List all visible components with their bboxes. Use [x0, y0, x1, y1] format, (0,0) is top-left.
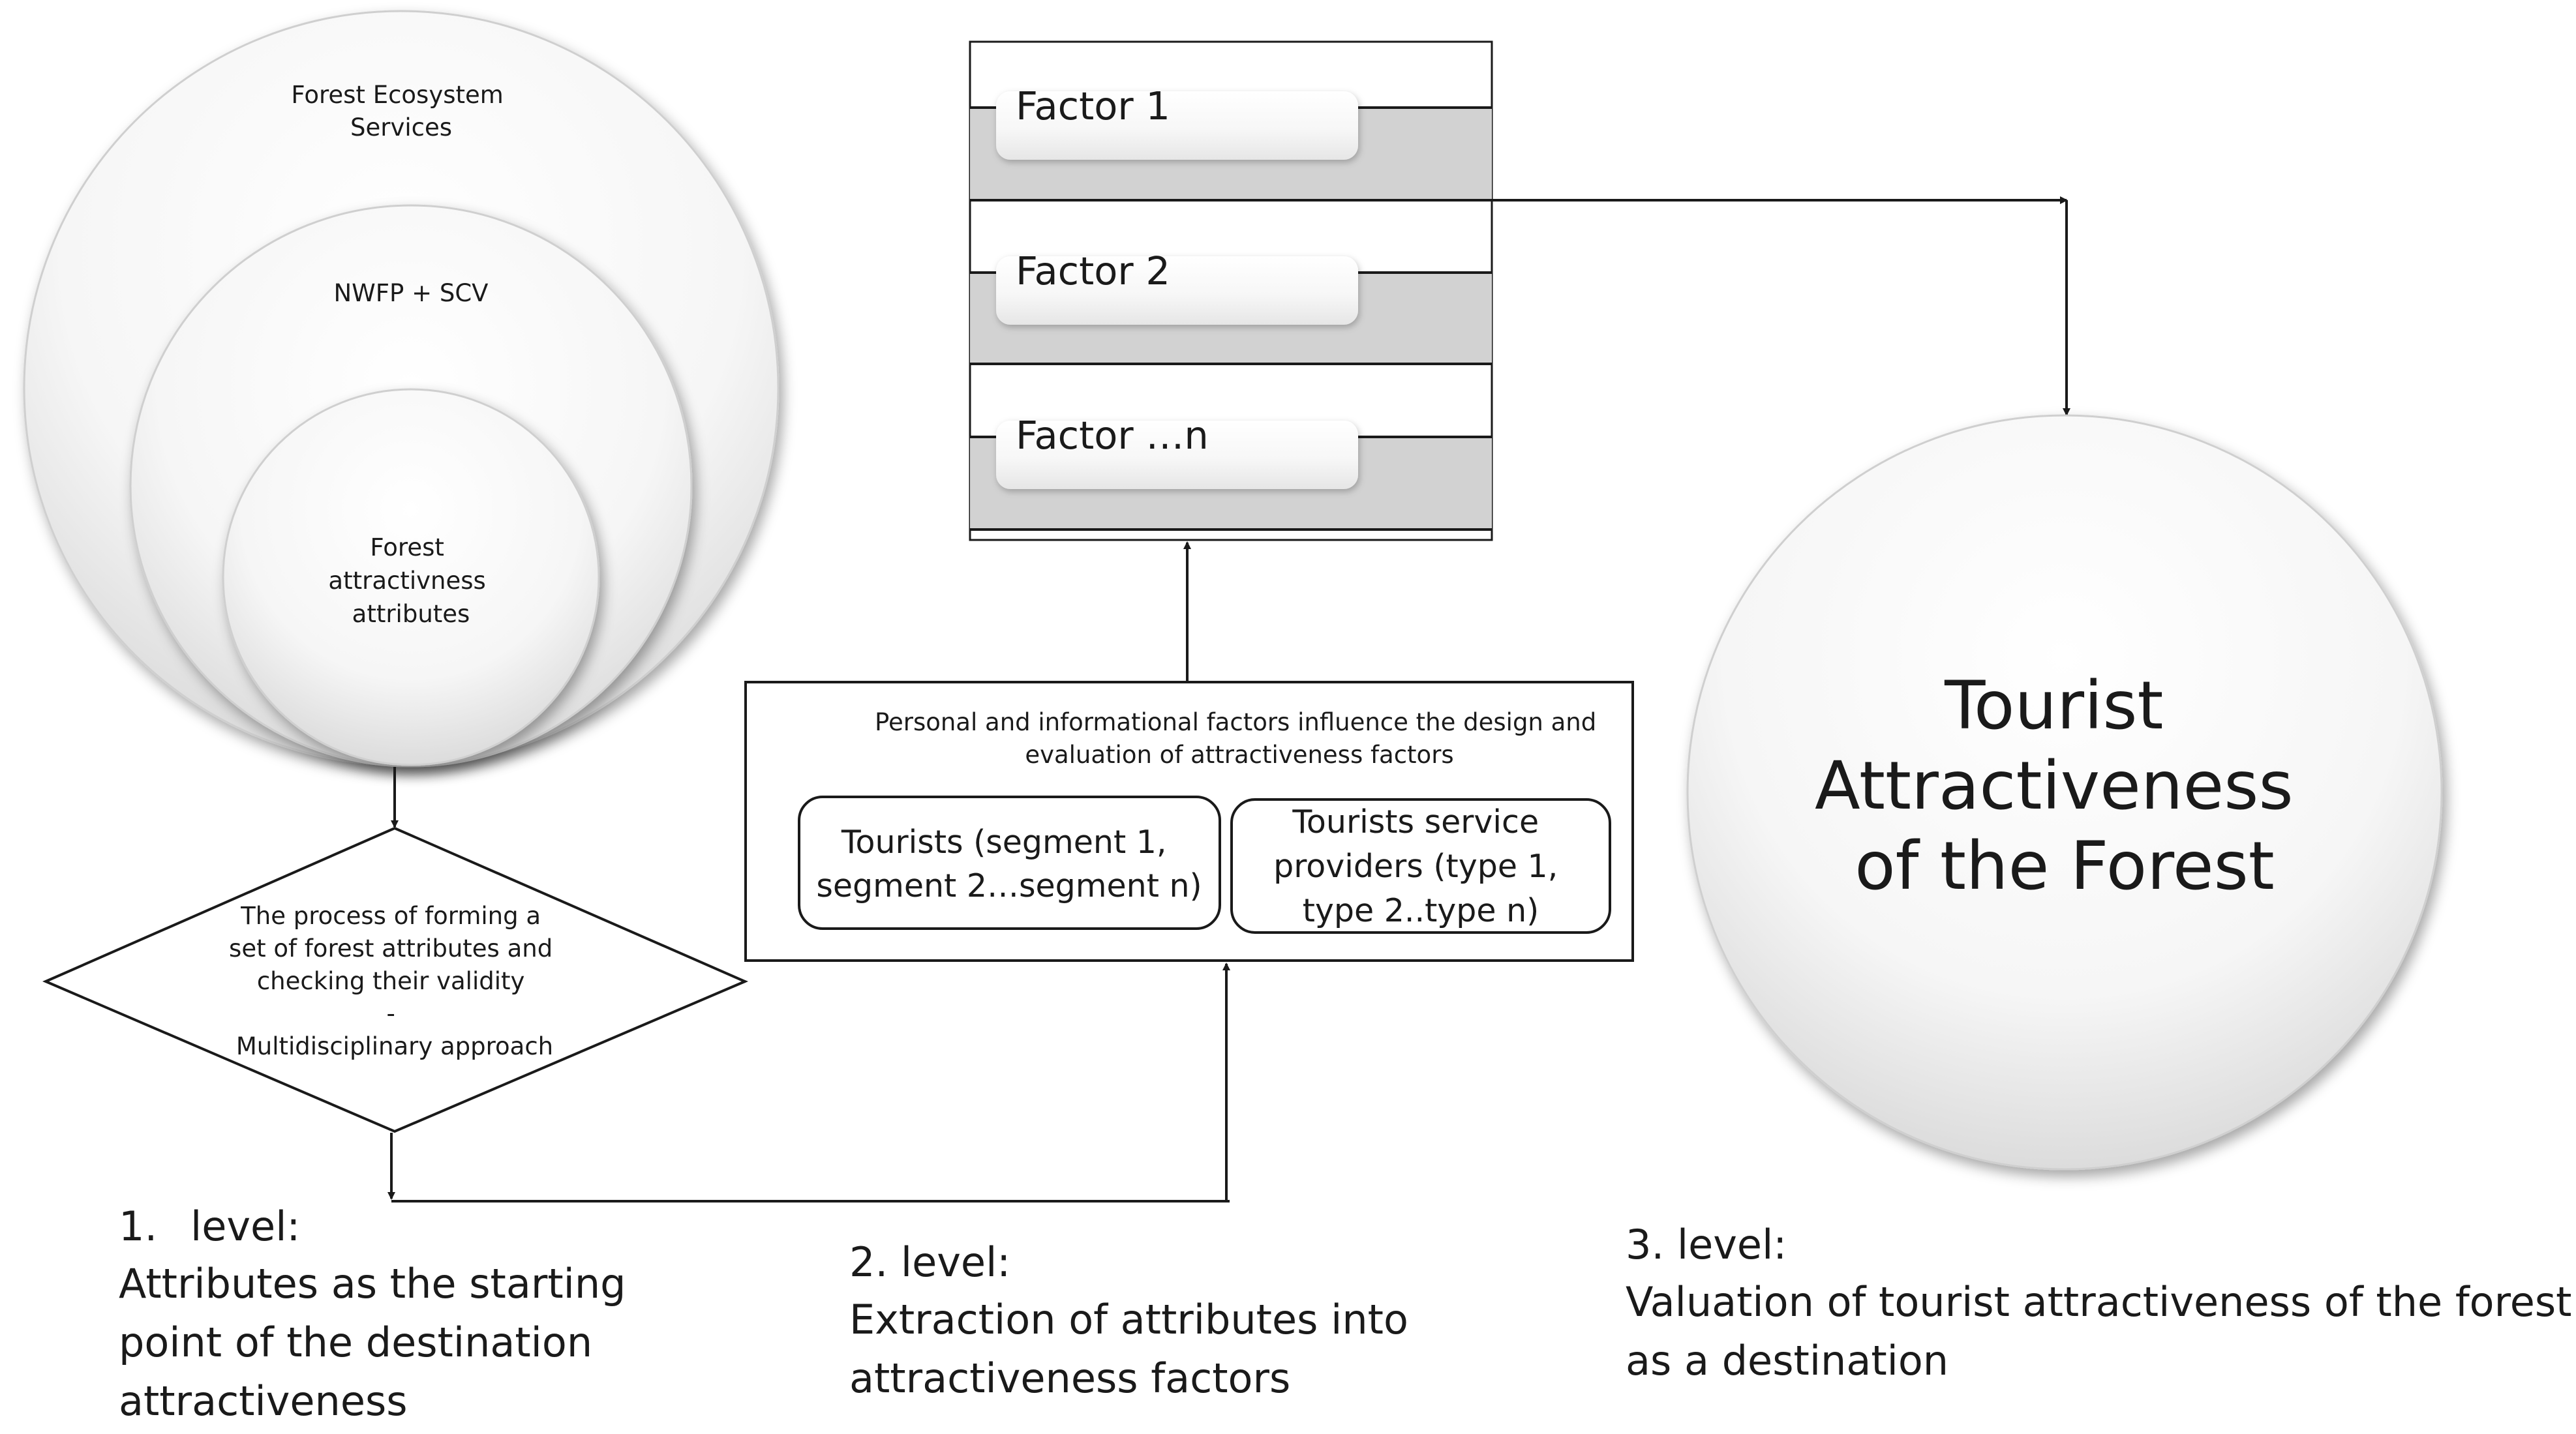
influence-box-title-line: Personal and informational factors influ… [875, 708, 1596, 736]
diamond-label-line: - [386, 1000, 395, 1028]
inner-circle-label: Forest attractivness attributes [328, 533, 493, 628]
diamond-label-line: Multidisciplinary approach [236, 1032, 553, 1060]
level-3-description-line: as a destination [1626, 1337, 1948, 1384]
inner-circle-label-line: attributes [352, 600, 470, 628]
level-2-description-line: attractiveness factors [849, 1354, 1290, 1402]
level-2-description-line: Extraction of attributes into [849, 1296, 1408, 1343]
result-circle-label-line: of the Forest [1855, 828, 2275, 905]
outer-circle-label: Forest Ecosystem Services [291, 81, 511, 142]
inner-circle-label-line: Forest [370, 533, 444, 561]
factor-label: Factor …n [1016, 413, 1209, 458]
outer-circle-label-line: Services [350, 113, 452, 142]
level-2-heading: 2. level: [849, 1238, 1010, 1286]
level-1-number: 1. [119, 1202, 157, 1250]
tourists-box [798, 796, 1221, 930]
influence-box-title: Personal and informational factors influ… [875, 708, 1604, 769]
result-circle-label-line: Tourist [1944, 667, 2163, 745]
factor-tab [996, 91, 1358, 160]
factor-tab [996, 256, 1358, 325]
result-circle-label-line: Attractiveness [1815, 747, 2294, 825]
inner-circle-label-line: attractivness [328, 567, 485, 595]
level-3-caption: 3. level: Valuation of tourist attractiv… [1626, 1221, 2576, 1384]
level-1-description-line: point of the destination [119, 1319, 592, 1366]
factor-label: Factor 1 [1016, 83, 1170, 128]
result-circle-label: Tourist Attractiveness of the Forest [1815, 667, 2314, 905]
factor-label: Factor 2 [1016, 248, 1170, 293]
level-1-description-line: Attributes as the starting [119, 1260, 626, 1307]
tourists-box-label-line: segment 2…segment n) [816, 867, 1202, 904]
process-diamond: The process of forming a set of forest a… [42, 826, 749, 1133]
ecosystem-circles: Forest Ecosystem Services NWFP + SCV For… [23, 10, 780, 768]
level-3-description-line: Valuation of tourist attractiveness of t… [1626, 1278, 2572, 1326]
diamond-label-line: set of forest attributes and [229, 934, 553, 963]
influence-box-title-line: evaluation of attractiveness factors [1025, 741, 1453, 769]
middle-circle-label: NWFP + SCV [333, 279, 488, 307]
outer-circle-label-line: Forest Ecosystem [291, 81, 503, 109]
level-2-caption: 2. level: Extraction of attributes into … [849, 1238, 1421, 1402]
providers-box-label-line: providers (type 1, [1273, 848, 1558, 885]
level-1-heading: level: [190, 1202, 300, 1250]
level-1-description: Attributes as the starting point of the … [119, 1260, 639, 1425]
diamond-shape [42, 826, 749, 1133]
influence-box: Personal and informational factors influ… [744, 681, 1634, 962]
level-2-description: Extraction of attributes into attractive… [849, 1296, 1421, 1402]
diamond-label: The process of forming a set of forest a… [229, 902, 560, 1060]
factor-tab [996, 421, 1358, 489]
result-circle: Tourist Attractiveness of the Forest [1686, 414, 2443, 1171]
level-3-heading: 3. level: [1626, 1221, 1787, 1268]
tourists-box-label-line: Tourists (segment 1, [841, 824, 1167, 861]
providers-box-label-line: type 2..type n) [1303, 892, 1539, 929]
level-3-description: Valuation of tourist attractiveness of t… [1626, 1278, 2576, 1384]
tourists-box-label: Tourists (segment 1, segment 2…segment n… [816, 824, 1202, 904]
result-circle-shape [1686, 414, 2443, 1171]
providers-box-label-line: Tourists service [1292, 803, 1539, 841]
level-1-description-line: attractiveness [119, 1377, 408, 1425]
diamond-label-line: The process of forming a [240, 902, 541, 930]
inner-circle-attractiveness-attributes [222, 388, 600, 766]
providers-box-label: Tourists service providers (type 1, type… [1273, 803, 1568, 929]
factor-stack: Factor 1 Factor 2 Factor …n [969, 40, 1493, 541]
providers-box [1230, 798, 1611, 934]
level-1-caption: 1. level: Attributes as the starting poi… [119, 1202, 639, 1425]
diamond-label-line: checking their validity [257, 967, 525, 995]
